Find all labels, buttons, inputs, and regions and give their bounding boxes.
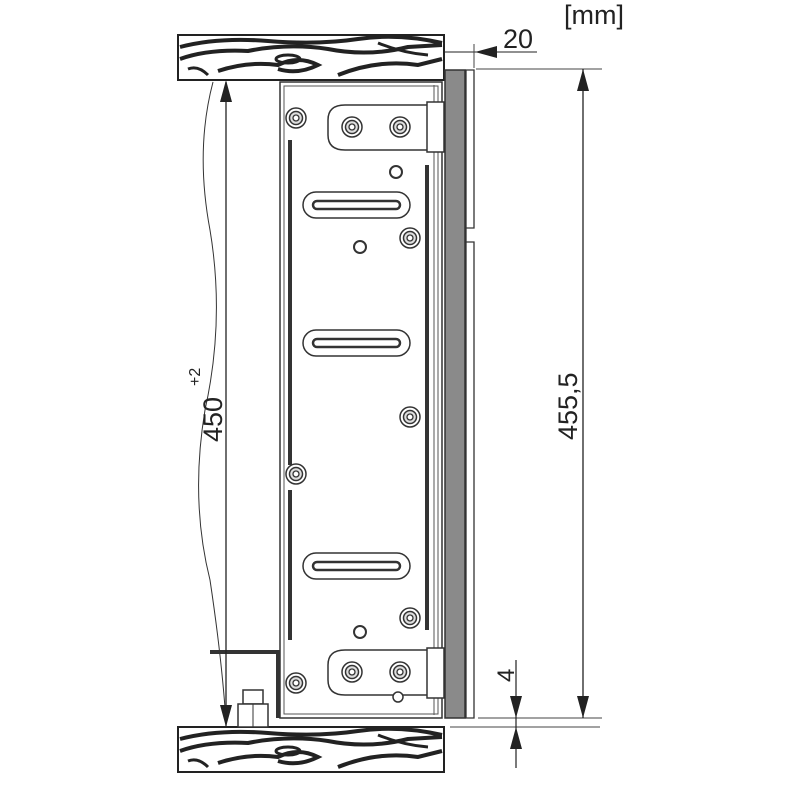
overall-height-label: 455,5 [553,372,583,440]
bottom-gap-dimension: 4 [450,660,600,768]
top-offset-dimension: 20 [444,24,537,68]
top-offset-label: 20 [503,24,533,54]
inner-height-tolerance: +2 [187,368,204,386]
mounting-plate [279,81,443,719]
overall-height-dimension: 455,5 [476,68,602,719]
units-label: [mm] [564,0,624,30]
inner-height-dimension: 450 +2 [187,80,232,727]
bottom-hinge [327,647,445,699]
door-panel [444,69,475,719]
inner-height-label: 450 [198,397,228,442]
adjustment-slots [302,191,411,580]
top-hinge [327,101,445,153]
bottom-gap-label: 4 [493,669,520,682]
bottom-wood-board [176,725,446,774]
screws [285,107,421,703]
top-wood-board [176,33,446,82]
bottom-bracket [210,650,280,728]
